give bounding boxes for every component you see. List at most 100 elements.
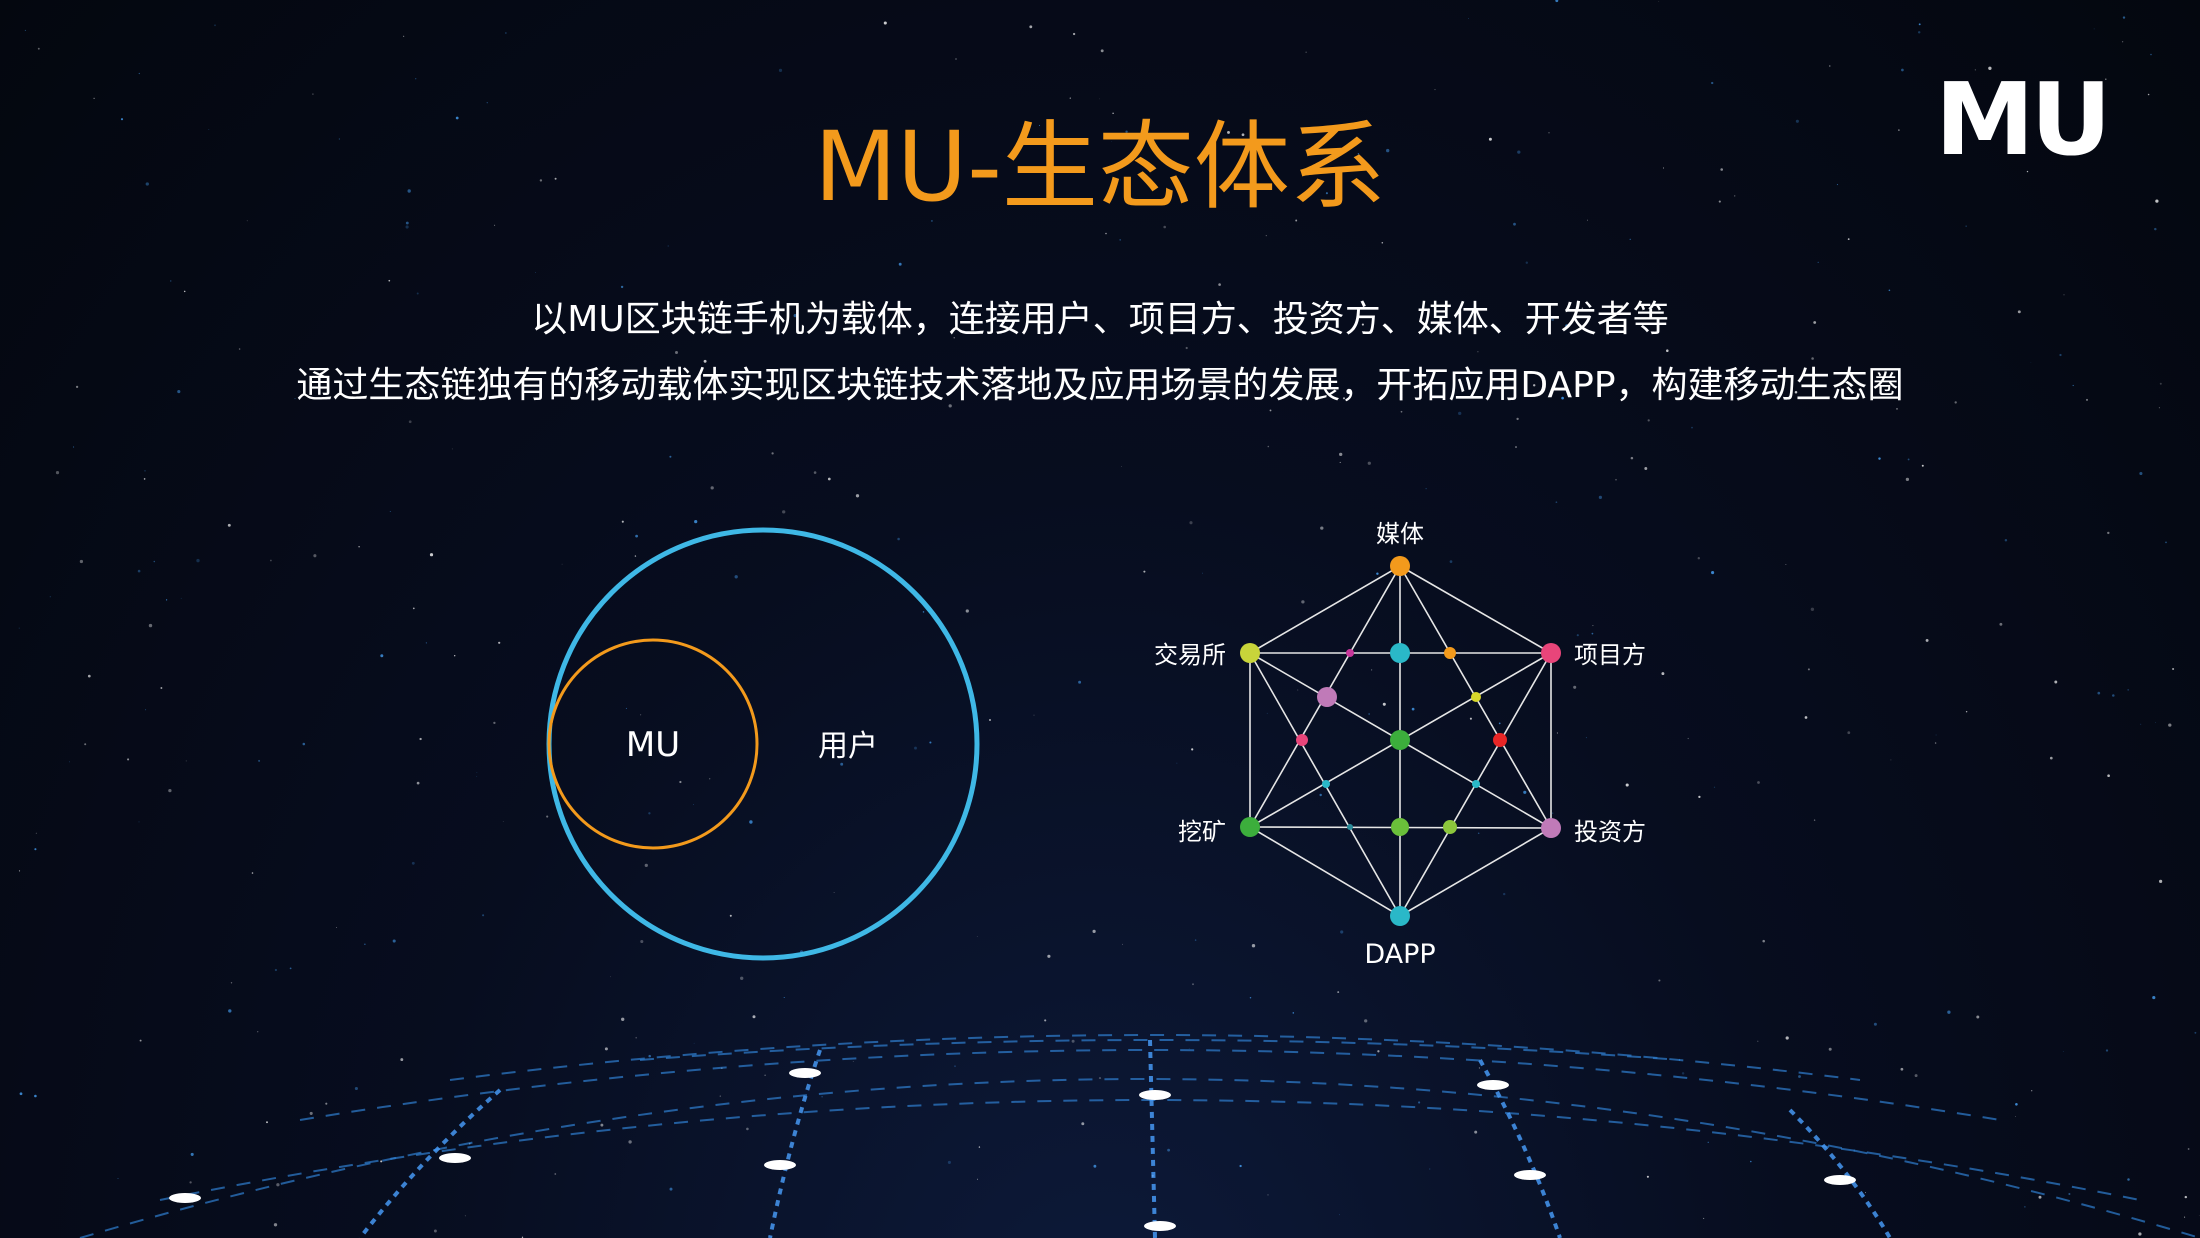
- star: [621, 520, 624, 523]
- star: [1189, 521, 1193, 525]
- star: [302, 742, 306, 746]
- star: [2107, 774, 2110, 778]
- star: [1100, 49, 1104, 53]
- star: [145, 182, 149, 186]
- star: [2059, 353, 2062, 357]
- star: [49, 596, 51, 598]
- star: [180, 597, 182, 599]
- star: [1905, 477, 1910, 482]
- star: [693, 804, 694, 805]
- star: [1591, 632, 1594, 635]
- star: [827, 477, 831, 481]
- star: [1697, 557, 1700, 560]
- star: [978, 1146, 981, 1148]
- star: [640, 939, 644, 944]
- star: [274, 968, 278, 972]
- network-edge: [1249, 565, 1401, 654]
- star: [2112, 694, 2115, 697]
- star: [1646, 1175, 1649, 1178]
- star: [694, 520, 698, 524]
- star: [1532, 384, 1536, 387]
- star: [266, 1121, 268, 1124]
- star: [2194, 1031, 2197, 1034]
- star: [1188, 1047, 1190, 1049]
- star: [2198, 1215, 2200, 1216]
- network-inner-dot: [1471, 692, 1481, 702]
- star: [1836, 184, 1838, 186]
- star: [412, 607, 415, 610]
- star: [1921, 464, 1924, 467]
- star: [2150, 53, 2152, 56]
- star: [1798, 1075, 1801, 1078]
- star: [1974, 69, 1976, 71]
- star: [2139, 471, 2143, 476]
- network-inner-dot: [1472, 780, 1480, 788]
- star: [380, 1160, 383, 1163]
- star: [675, 351, 678, 354]
- globe-glow-node: [1514, 1170, 1546, 1180]
- node-exchange-label: 交易所: [1154, 641, 1226, 669]
- star: [1785, 1036, 1789, 1040]
- star: [2063, 294, 2065, 296]
- star: [821, 1096, 823, 1098]
- star: [1241, 133, 1245, 137]
- star: [1734, 195, 1736, 197]
- star: [312, 93, 314, 95]
- star: [185, 760, 187, 762]
- star: [1691, 426, 1693, 429]
- node-project: [1541, 643, 1561, 663]
- star: [183, 290, 186, 293]
- star: [228, 1009, 232, 1013]
- star: [1201, 333, 1203, 335]
- globe-glow-node: [764, 1160, 796, 1170]
- star: [196, 558, 200, 563]
- star: [2165, 541, 2167, 544]
- star: [1847, 731, 1851, 735]
- star: [1081, 1122, 1085, 1126]
- star: [2107, 531, 2110, 535]
- star: [1900, 1067, 1904, 1071]
- star: [604, 1047, 608, 1051]
- star: [87, 674, 91, 678]
- star: [1711, 571, 1715, 575]
- star: [1078, 680, 1082, 684]
- star: [190, 1152, 194, 1156]
- star: [1249, 997, 1252, 999]
- star: [214, 24, 216, 27]
- star: [2187, 1148, 2190, 1150]
- star: [1339, 452, 1343, 457]
- star: [1587, 219, 1589, 221]
- star: [230, 982, 233, 984]
- star: [1185, 346, 1188, 350]
- star: [1167, 1148, 1171, 1152]
- star: [1517, 150, 1521, 154]
- star: [535, 272, 536, 273]
- star: [364, 943, 366, 945]
- star: [1762, 939, 1765, 943]
- star: [1795, 119, 1799, 123]
- star: [429, 553, 434, 557]
- star: [1711, 81, 1714, 85]
- star: [145, 709, 147, 711]
- star: [289, 967, 292, 970]
- star: [1757, 1040, 1759, 1042]
- star: [746, 1127, 749, 1131]
- star: [1498, 722, 1501, 725]
- star: [1319, 793, 1322, 797]
- star: [380, 654, 384, 658]
- node-media: [1390, 556, 1410, 576]
- star: [1474, 1130, 1478, 1134]
- star: [635, 1036, 637, 1039]
- node-dapp-label: DAPP: [1364, 939, 1435, 970]
- page-title: MU-生态体系: [814, 111, 1386, 223]
- star: [1239, 1164, 1242, 1168]
- star: [160, 687, 163, 689]
- star: [1565, 324, 1569, 328]
- network-inner-dot: [1390, 643, 1410, 663]
- star: [719, 1095, 721, 1097]
- star: [2072, 384, 2074, 387]
- star: [1873, 1022, 1877, 1026]
- network-inner-dot: [1296, 734, 1308, 746]
- star: [1425, 488, 1427, 490]
